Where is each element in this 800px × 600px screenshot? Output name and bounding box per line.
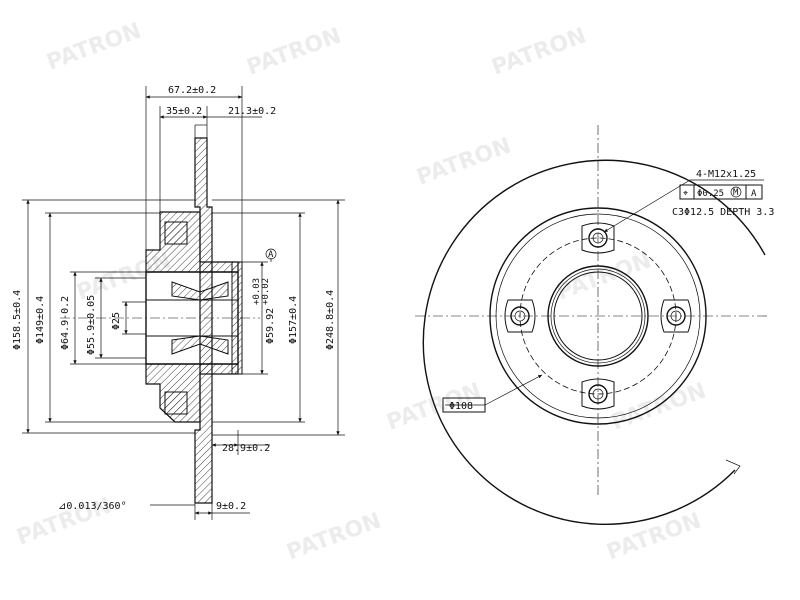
datum-a-marker: A	[265, 248, 277, 262]
dim-d149: Φ149±0.4	[35, 296, 46, 344]
dim-flange-offset: 21.3±0.2	[228, 106, 276, 117]
bolt-boss-bottom	[581, 378, 615, 410]
front-view: 4-M12x1.25 ⌖ Φ0.25 M A C3Φ12.5 DEPTH 3.3…	[415, 125, 774, 526]
tolerance-datum: A	[751, 189, 757, 199]
watermark-text: PATRON	[414, 133, 515, 190]
watermark-text: PATRON	[489, 23, 590, 80]
bearing-roller-lower	[171, 335, 229, 355]
watermark-layer: PATRON PATRON PATRON PATRON PATRON PATRO…	[14, 18, 710, 565]
bolt-boss-top	[581, 222, 615, 254]
pcd-circle	[519, 237, 677, 395]
bolt-spec-text: 4-M12x1.25	[696, 169, 756, 180]
hub-lower-section	[145, 363, 239, 423]
top-extension-lines	[145, 86, 243, 520]
seal-upper	[164, 221, 188, 245]
dim-d59-tol-lower: +0.02	[261, 278, 271, 305]
pcd-label-box	[442, 397, 486, 413]
bolt-boss-left	[504, 299, 536, 333]
watermark-text: PATRON	[244, 23, 345, 80]
dimension-lines	[26, 95, 340, 515]
dim-d64: Φ64.9-0.2	[60, 296, 71, 350]
seal-lower	[164, 391, 188, 415]
extension-lines	[22, 199, 345, 436]
disc-outer-edge	[422, 159, 766, 526]
side-section-view: A 67.2±0.2 35±0.2 21.3±0.2 Φ158.5±0.4 Φ1…	[12, 85, 345, 520]
dim-d55: Φ55.9±0.05	[86, 295, 97, 355]
dim-d59: Φ59.92	[265, 308, 276, 344]
dim-outer-diameter: Φ158.5±0.4	[12, 290, 23, 350]
leader-pcd	[484, 374, 543, 406]
watermark-text: PATRON	[554, 248, 655, 305]
hat-inner-circle	[495, 213, 701, 419]
disc-flange-section	[194, 137, 213, 504]
dim-overall-width: 67.2±0.2	[168, 85, 216, 96]
dim-d157: Φ157±0.4	[288, 296, 299, 344]
tolerance-value: Φ0.25	[697, 189, 724, 199]
watermark-text: PATRON	[609, 378, 710, 435]
counterbore-text: C3Φ12.5 DEPTH 3.3	[672, 207, 774, 218]
retainer-right	[231, 261, 243, 375]
dim-hub-offset: 35±0.2	[166, 106, 202, 117]
center-bore-inner	[553, 271, 643, 361]
dim-d59-tol-upper: +0.03	[252, 278, 262, 305]
watermark-text: PATRON	[284, 508, 385, 565]
dim-depth-28: 28.9±0.2	[222, 443, 270, 454]
leader-bolt-spec	[603, 179, 691, 233]
hat-outer-circle	[489, 207, 707, 425]
dim-d248: Φ248.8±0.4	[325, 290, 336, 350]
bearing-roller-upper	[171, 281, 229, 301]
watermark-text: PATRON	[44, 18, 145, 75]
hub-upper-section	[145, 211, 239, 273]
dim-thickness-9: 9±0.2	[216, 501, 246, 512]
datum-label: A	[268, 250, 274, 260]
position-symbol: ⌖	[683, 189, 688, 199]
center-bore-outer	[547, 265, 649, 367]
position-tolerance-frame: ⌖ Φ0.25 M A	[679, 184, 763, 200]
tolerance-modifier: M	[733, 188, 739, 198]
bolt-boss-right	[660, 299, 692, 333]
disc-outer-gap-mark	[725, 459, 741, 475]
dim-d25: Φ25	[111, 312, 122, 330]
center-bore-mid	[550, 268, 646, 364]
dim-runout: ⊿0.013/360°	[58, 501, 127, 512]
pcd-text: Φ108	[449, 401, 473, 412]
